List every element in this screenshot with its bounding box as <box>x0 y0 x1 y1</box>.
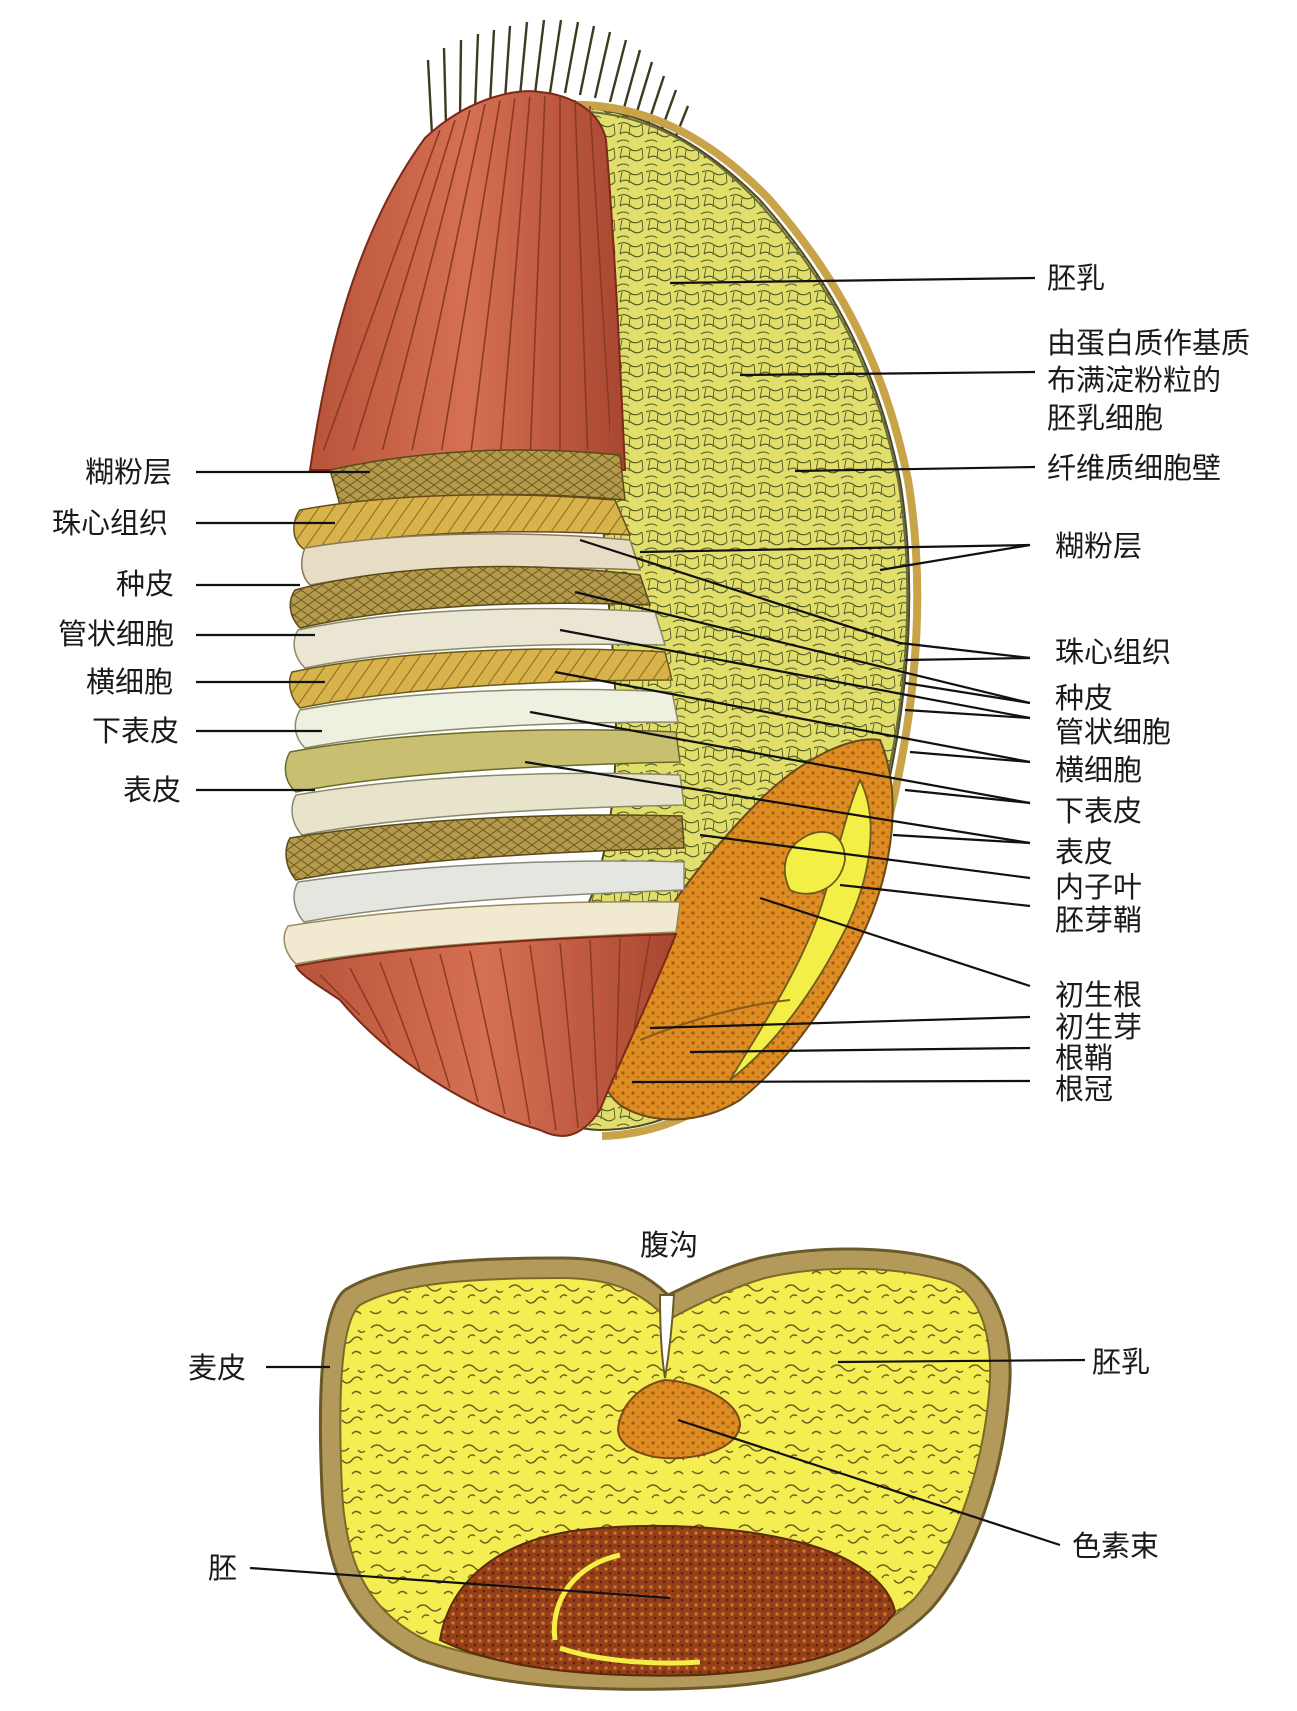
label-epidermis-right: 表皮 <box>1055 835 1113 869</box>
label-coleorhiza: 根鞘 <box>1055 1041 1113 1075</box>
pigment-strand <box>616 1378 742 1460</box>
label-plumule: 初生芽 <box>1055 1010 1142 1044</box>
label-coleoptile: 胚芽鞘 <box>1055 903 1142 937</box>
label-radicle: 初生根 <box>1055 978 1142 1012</box>
label-cross-cells-left: 横细胞 <box>86 665 173 699</box>
cross-section <box>318 1247 1012 1691</box>
label-cross-endosperm: 胚乳 <box>1092 1345 1150 1379</box>
label-protein-matrix-1: 由蛋白质作基质 <box>1047 326 1250 360</box>
layer-seed-coat <box>289 565 652 629</box>
husk-top <box>308 90 627 471</box>
labels-right: 胚乳 由蛋白质作基质 布满淀粉粒的 胚乳细胞 纤维质细胞壁 糊粉层 珠心组织 种… <box>1047 261 1250 1106</box>
labels-left: 糊粉层 珠心组织 种皮 管状细胞 横细胞 下表皮 表皮 <box>52 455 181 807</box>
layer-epidermis <box>283 900 681 965</box>
label-tube-cells-left: 管状细胞 <box>58 617 174 651</box>
label-hypodermis-right: 下表皮 <box>1055 794 1142 828</box>
label-cellulose-wall: 纤维质细胞壁 <box>1047 451 1221 485</box>
label-protein-matrix-2: 布满淀粉粒的 <box>1047 363 1221 397</box>
label-epidermis-left: 表皮 <box>123 773 181 807</box>
label-aleurone-left: 糊粉层 <box>85 455 172 489</box>
brush-hairs <box>426 19 690 147</box>
label-aleurone-right: 糊粉层 <box>1055 529 1142 563</box>
label-seed-coat-left: 种皮 <box>116 567 174 601</box>
label-cross-cells-right: 横细胞 <box>1055 753 1142 787</box>
label-endosperm: 胚乳 <box>1047 261 1105 295</box>
label-crease: 腹沟 <box>640 1228 698 1262</box>
longitudinal-section <box>283 19 922 1140</box>
label-seed-coat-right: 种皮 <box>1055 681 1113 715</box>
peeled-layers <box>283 449 685 965</box>
labels-bottom: 腹沟 麦皮 胚乳 色素束 胚 <box>188 1228 1159 1585</box>
husk-bottom <box>294 932 678 1137</box>
label-protein-matrix-3: 胚乳细胞 <box>1047 401 1163 435</box>
label-hypodermis-left: 下表皮 <box>92 714 179 748</box>
leader-lines-bottom <box>249 1358 1086 1600</box>
label-scutellum: 内子叶 <box>1055 870 1142 904</box>
leader-lines-top-left <box>196 470 370 792</box>
label-nucellus-right: 珠心组织 <box>1055 635 1171 669</box>
label-root-cap: 根冠 <box>1055 1072 1113 1106</box>
leader-lines-top <box>524 276 1036 1084</box>
husk-top-striations <box>319 96 610 450</box>
layer-nucellus <box>293 494 632 551</box>
label-pigment-strand: 色素束 <box>1072 1529 1159 1563</box>
label-tube-cells-right: 管状细胞 <box>1055 715 1171 749</box>
label-bran: 麦皮 <box>188 1351 246 1385</box>
layer-cross-cells <box>284 729 681 793</box>
crease <box>658 1294 676 1379</box>
label-embryo: 胚 <box>208 1551 237 1585</box>
layer-hypodermis <box>285 814 685 881</box>
husk-bottom-striations <box>319 935 651 1131</box>
label-nucellus-left: 珠心组织 <box>52 506 168 540</box>
